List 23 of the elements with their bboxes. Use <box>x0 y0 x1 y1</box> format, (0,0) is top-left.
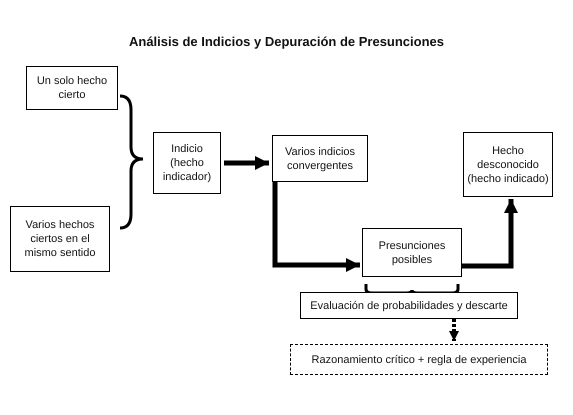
process-box <box>300 292 518 319</box>
arrow <box>449 319 459 341</box>
arrow <box>224 156 269 170</box>
node-label: Un solo hecho cierto <box>36 74 108 102</box>
arrow <box>462 199 518 268</box>
node-label: Hecho desconocido (hecho indicado) <box>467 144 549 186</box>
process-box <box>362 228 462 277</box>
process-box <box>10 206 110 272</box>
dashed-box <box>290 344 548 375</box>
node-label: Indicio (hecho indicador) <box>162 142 212 184</box>
node-label: Varios indicios convergentes <box>284 144 356 172</box>
node-label: Evaluación de probabilidades y descarte <box>310 298 508 312</box>
diagram-title: Análisis de Indicios y Depuración de Presunciones <box>128 34 445 49</box>
node-label: Razonamiento crítico + regla de experiencia <box>312 352 526 366</box>
brace <box>120 158 144 230</box>
process-box <box>463 132 553 197</box>
node-label: Presunciones posibles <box>378 238 446 266</box>
node-label: Varios hechos ciertos en el mismo sentido <box>24 218 96 260</box>
process-box <box>153 132 221 194</box>
process-box <box>272 135 368 182</box>
process-box <box>26 66 118 110</box>
arrow <box>272 182 360 272</box>
brace <box>364 284 460 294</box>
